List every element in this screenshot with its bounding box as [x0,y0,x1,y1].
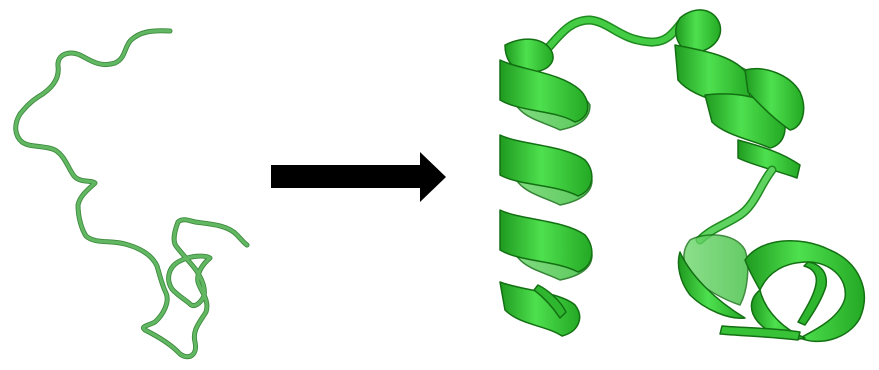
arrow-right-icon [271,152,446,202]
helix-3 [678,235,864,342]
coil-outline [16,31,247,357]
folded-protein [500,10,864,341]
unfolded-coil [16,31,247,357]
helix-2 [675,10,804,178]
coil-body [16,31,247,357]
helix-1 [500,39,592,336]
